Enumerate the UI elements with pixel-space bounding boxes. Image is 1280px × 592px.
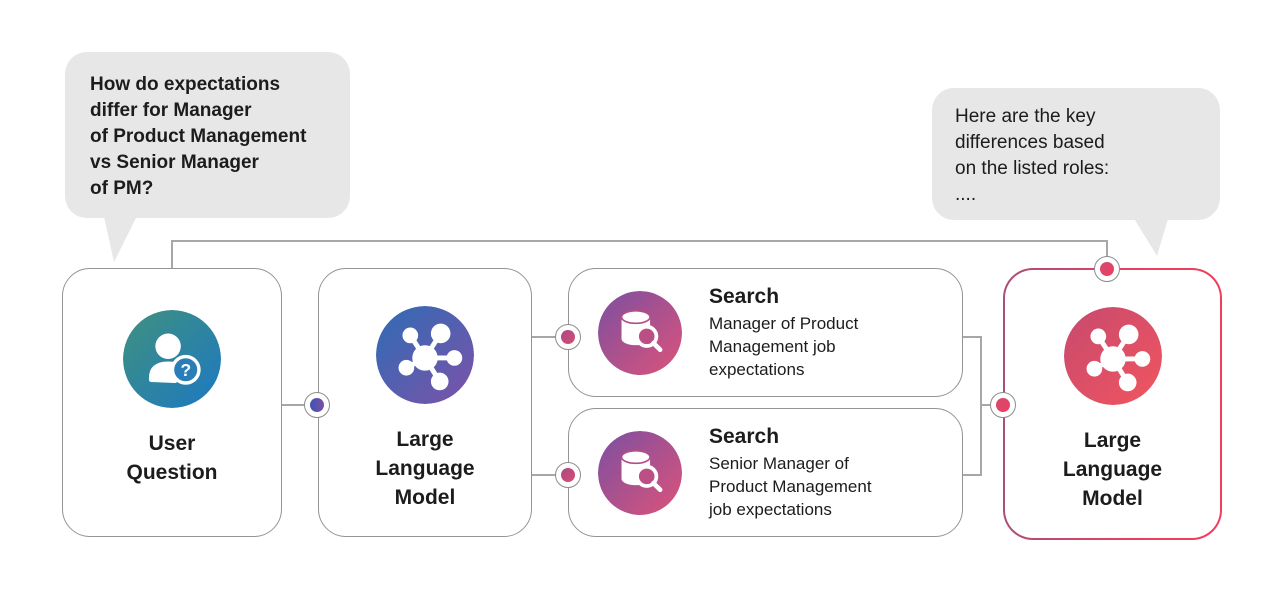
search-query: Manager of Product Management job expect… (709, 314, 859, 379)
node-search-bottom: Search Senior Manager of Product Managem… (568, 408, 963, 537)
search-title: Search (709, 285, 780, 308)
user-question-bubble: How do expectations differ for Manager o… (65, 52, 350, 262)
connector-top-horizontal (171, 240, 1108, 242)
user-question-bubble-text: How do expectations differ for Manager o… (90, 74, 307, 199)
connector-uq-to-llm (282, 404, 316, 406)
dot-core (996, 398, 1010, 412)
connector-dot-search-bottom (555, 462, 581, 488)
person-question-icon: ? (123, 310, 221, 408)
database-search-icon (598, 290, 682, 375)
connector-dot-search-top (555, 324, 581, 350)
dot-core (561, 468, 575, 482)
connector-llm-to-search-top (532, 336, 568, 338)
dot-core (1100, 262, 1114, 276)
connector-search-top-out (962, 336, 982, 338)
answer-bubble-text: Here are the key differences based on th… (955, 106, 1110, 205)
connector-top-right-vertical (1106, 240, 1108, 262)
connector-top-left-vertical (171, 240, 173, 268)
node-label: User Question (126, 432, 218, 484)
node-label: Large Language Model (1062, 429, 1163, 510)
connector-dot-llm-input (304, 392, 330, 418)
node-llm-output: Large Language Model (1003, 268, 1222, 540)
connector-dot-output-top (1094, 256, 1120, 282)
connector-search-bottom-out (962, 474, 982, 476)
network-nodes-icon (376, 306, 474, 404)
network-nodes-icon (1063, 307, 1162, 405)
connector-llm-to-search-bottom (532, 474, 568, 476)
node-search-top: Search Manager of Product Management job… (568, 268, 963, 397)
dot-core (310, 398, 324, 412)
svg-text:?: ? (180, 360, 191, 380)
search-title: Search (709, 425, 780, 448)
node-llm-input: Large Language Model (318, 268, 532, 537)
database-search-icon (598, 430, 682, 515)
connector-bracket-vertical (980, 336, 982, 476)
search-query: Senior Manager of Product Management job… (709, 454, 872, 519)
answer-bubble: Here are the key differences based on th… (932, 88, 1220, 256)
dot-core (561, 330, 575, 344)
connector-dot-output-left (990, 392, 1016, 418)
node-label: Large Language Model (375, 428, 475, 509)
speech-tail (103, 212, 139, 262)
node-user-question: ? User Question (62, 268, 282, 537)
speech-tail (1130, 212, 1170, 256)
